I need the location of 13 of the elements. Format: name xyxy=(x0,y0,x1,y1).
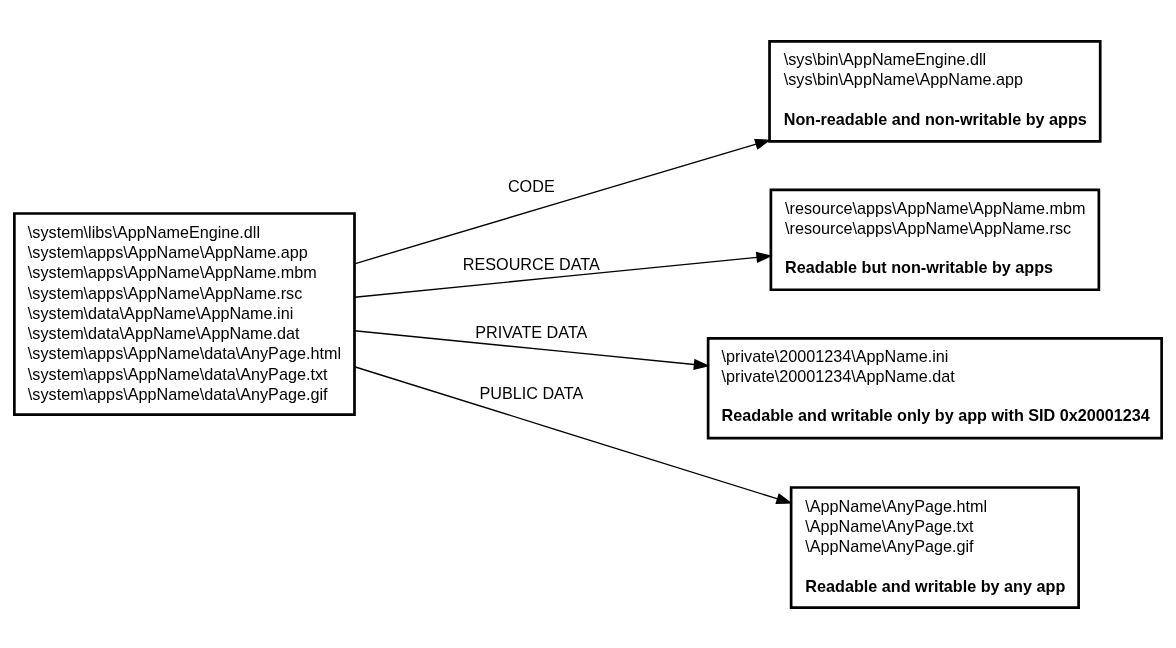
node-box: \resource\apps\AppName\AppName.mbm \resource\apps\AppName\AppName.rsc Readable but non-writable by apps xyxy=(769,188,1101,291)
node-box: \AppName\AnyPage.html \AppName\AnyPage.txt \AppName\AnyPage.gif Readable and writable by any app xyxy=(789,485,1080,609)
node-box: \private\20001234\AppName.ini \private\20001234\AppName.dat Readable and writable only by app with SID 0x20001234 xyxy=(706,336,1163,440)
arrow xyxy=(353,329,710,370)
arrow xyxy=(353,365,793,504)
edge-label: PRIVATE DATA xyxy=(475,322,588,341)
edge-label: PUBLIC DATA xyxy=(479,383,584,402)
edge-label: RESOURCE DATA xyxy=(462,254,600,273)
node-box: \system\libs\AppNameEngine.dll \system\apps\AppName\AppName.app \system\apps\AppName\AppName.mbm \system\apps\AppName\AppName.rsc \system\data\AppName\AppName.ini \system\data\AppName\AppName.dat \system\apps\AppName\data\AnyPage.html \system\apps\AppName\data\AnyPage.txt \system\apps\AppName\data\AnyPage.gif xyxy=(13,211,356,416)
edge-label: CODE xyxy=(507,176,555,195)
arrow xyxy=(353,138,772,264)
arrow xyxy=(353,251,773,298)
node-box: \sys\bin\AppNameEngine.dll \sys\bin\AppName\AppName.app Non-readable and non-writable by apps xyxy=(768,39,1102,143)
